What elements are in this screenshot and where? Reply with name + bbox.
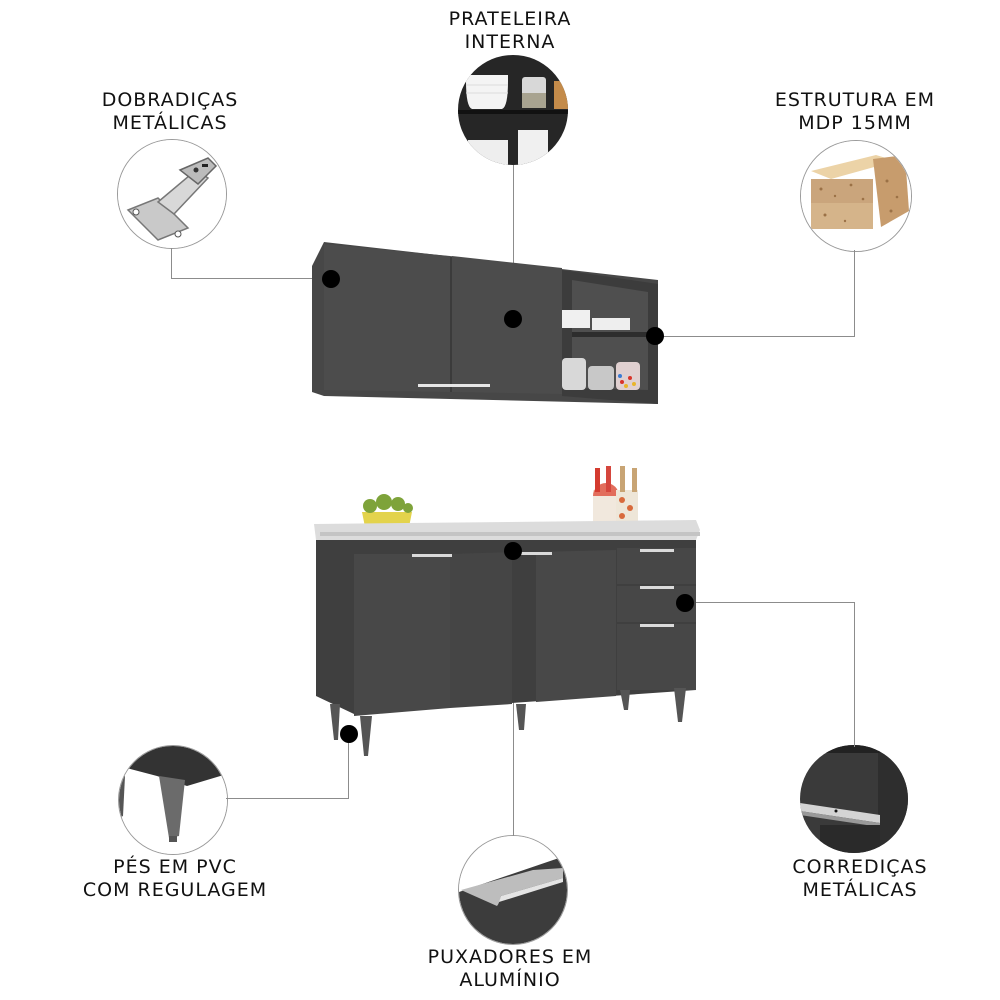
aluminum-handle-icon (458, 835, 568, 945)
feature-dot-leg[interactable] (340, 725, 358, 743)
label-line: PÉS EM PVC (113, 856, 237, 878)
connector-line-leg-v (348, 735, 349, 798)
lower-cabinet (310, 460, 700, 760)
label-line: ALUMÍNIO (459, 969, 561, 991)
drawer-slide-icon (800, 745, 908, 853)
furniture-leg-icon (118, 745, 228, 855)
label-line: METÁLICAS (112, 112, 228, 134)
label-line: PRATELEIRA (448, 8, 572, 30)
feature-dot-mdp[interactable] (646, 327, 664, 345)
feature-dot-hinge[interactable] (322, 270, 340, 288)
feature-dot-slide[interactable] (676, 594, 694, 612)
connector-line-hinge-h (171, 278, 331, 279)
connector-line-slide-h (690, 602, 855, 603)
upper-cabinet (310, 240, 660, 406)
connector-line-slide-v (854, 602, 855, 747)
label-line: PUXADORES EM (427, 946, 593, 968)
label-line: COM REGULAGEM (82, 879, 268, 901)
label-corredicas-metalicas: CORREDIÇAS METÁLICAS (770, 856, 950, 902)
label-line: MDP 15MM (798, 112, 912, 134)
label-estrutura-mdp: ESTRUTURA EM MDP 15MM (770, 89, 940, 135)
connector-line-shelf (513, 165, 514, 320)
label-line: INTERNA (464, 31, 556, 53)
label-line: DOBRADIÇAS (101, 89, 239, 111)
shelf-icon (458, 55, 568, 165)
label-line: ESTRUTURA EM (774, 89, 936, 111)
connector-line-mdp-h (655, 336, 855, 337)
connector-line-hinge-v (171, 248, 172, 278)
feature-dot-shelf[interactable] (504, 310, 522, 328)
hinge-icon (117, 139, 227, 249)
label-line: CORREDIÇAS (792, 856, 928, 878)
label-dobradicas-metalicas: DOBRADIÇAS METÁLICAS (85, 89, 255, 135)
mdp-board-icon (800, 140, 912, 252)
connector-line-leg-h (226, 798, 349, 799)
feature-dot-handle[interactable] (504, 542, 522, 560)
label-pes-pvc: PÉS EM PVC COM REGULAGEM (60, 856, 290, 902)
label-line: METÁLICAS (802, 879, 918, 901)
label-prateleira-interna: PRATELEIRA INTERNA (425, 8, 595, 54)
connector-line-mdp-v (854, 250, 855, 336)
label-puxadores-aluminio: PUXADORES EM ALUMÍNIO (415, 946, 605, 992)
